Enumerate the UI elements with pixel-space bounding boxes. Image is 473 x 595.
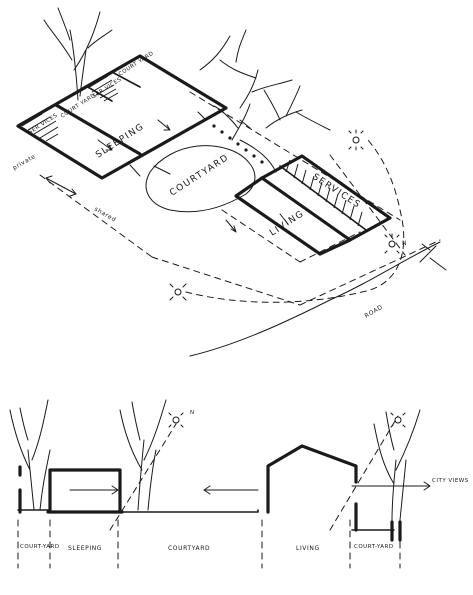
privacy-arrows <box>45 175 77 197</box>
label-north: N <box>402 240 407 247</box>
services-hatch-left <box>21 113 59 142</box>
section-label-courtyard: COURTYARD <box>168 545 210 552</box>
section-label-city-views: CITY VIEWS <box>432 478 469 484</box>
section-living <box>266 444 402 542</box>
section-sleeping <box>18 465 124 514</box>
site-boundary <box>39 91 441 306</box>
circulation-arrows <box>97 111 289 233</box>
sun-icon <box>390 412 406 428</box>
section-label-north: N <box>190 410 195 416</box>
sun-icon <box>169 283 187 301</box>
view-arrows <box>69 481 431 495</box>
plan-labels: SLEEPING COURTYARD SERVICES LIVING COURT… <box>12 51 407 320</box>
section-label-courtyard-left: COURT-YARD <box>20 544 60 550</box>
plan-drawing: SLEEPING COURTYARD SERVICES LIVING COURT… <box>12 7 447 357</box>
courtyard-outline <box>145 139 277 213</box>
section-trees <box>9 399 421 521</box>
label-courtyard: COURTYARD <box>168 153 231 199</box>
section-sun-rays <box>109 415 399 531</box>
services-hatch-top <box>87 75 119 102</box>
sun-icon <box>168 412 184 428</box>
sleeping-block <box>16 54 228 180</box>
colonnade-dots <box>212 124 264 164</box>
section-labels: COURT-YARD SLEEPING COURTYARD LIVING COU… <box>20 410 469 552</box>
living-block <box>221 154 392 263</box>
label-road: ROAD <box>364 304 385 320</box>
sun-path-arc <box>185 139 405 303</box>
section-drawing: COURT-YARD SLEEPING COURTYARD LIVING COU… <box>9 399 469 569</box>
plan-north-arrow <box>419 243 447 271</box>
section-label-courtyard-right: COURT-YARD <box>354 544 394 550</box>
section-label-sleeping: SLEEPING <box>68 545 102 552</box>
sun-icon <box>384 233 400 254</box>
section-label-living: LIVING <box>296 545 320 552</box>
sun-icon <box>348 129 364 151</box>
label-court-yard-left: COURT YARD <box>60 93 97 120</box>
label-shared: shared <box>93 206 117 224</box>
road-edge <box>189 241 441 357</box>
label-private: private <box>12 153 38 172</box>
section-divisions <box>17 519 401 569</box>
background-trees <box>43 7 331 141</box>
services-hatch-right <box>285 159 363 227</box>
